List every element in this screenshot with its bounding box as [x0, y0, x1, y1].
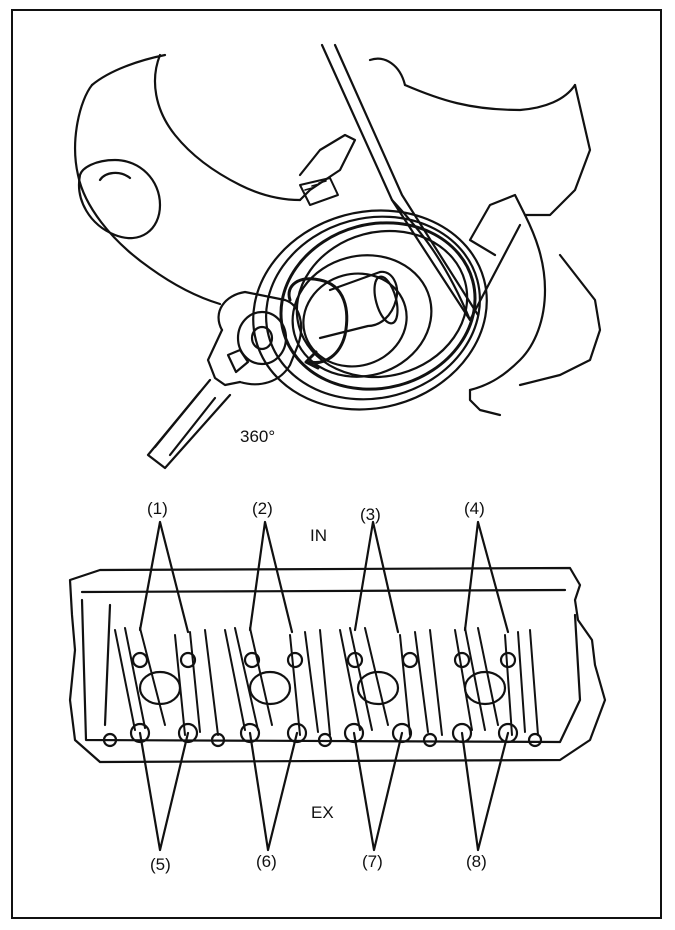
adjusting-screws-bottom [102, 722, 543, 748]
adjusting-screws-top [131, 651, 517, 669]
callout-6: (6) [256, 852, 277, 871]
intake-side-label: IN [310, 526, 327, 545]
rocker-arms [114, 627, 539, 736]
callout-4: (4) [464, 499, 485, 518]
callout-3: (3) [360, 505, 381, 524]
engine-block-outline [74, 53, 602, 417]
spark-plug-bores [138, 670, 507, 706]
leader-lines-top [138, 520, 510, 634]
callout-5: (5) [150, 855, 171, 874]
rotation-arrow [287, 277, 349, 370]
crank-bolt-socket [318, 270, 399, 340]
leader-lines-bottom [138, 731, 510, 852]
callout-8: (8) [466, 852, 487, 871]
drive-belt [320, 43, 522, 322]
crankshaft-pulley [252, 177, 488, 411]
callout-7: (7) [362, 852, 383, 871]
exhaust-side-label: EX [311, 803, 334, 822]
callout-1: (1) [147, 499, 168, 518]
callout-2: (2) [252, 499, 273, 518]
rotation-label: 360° [240, 427, 276, 446]
left-round-boss [77, 158, 162, 240]
cylinder-head-outline [68, 566, 607, 764]
wrench [146, 290, 303, 470]
